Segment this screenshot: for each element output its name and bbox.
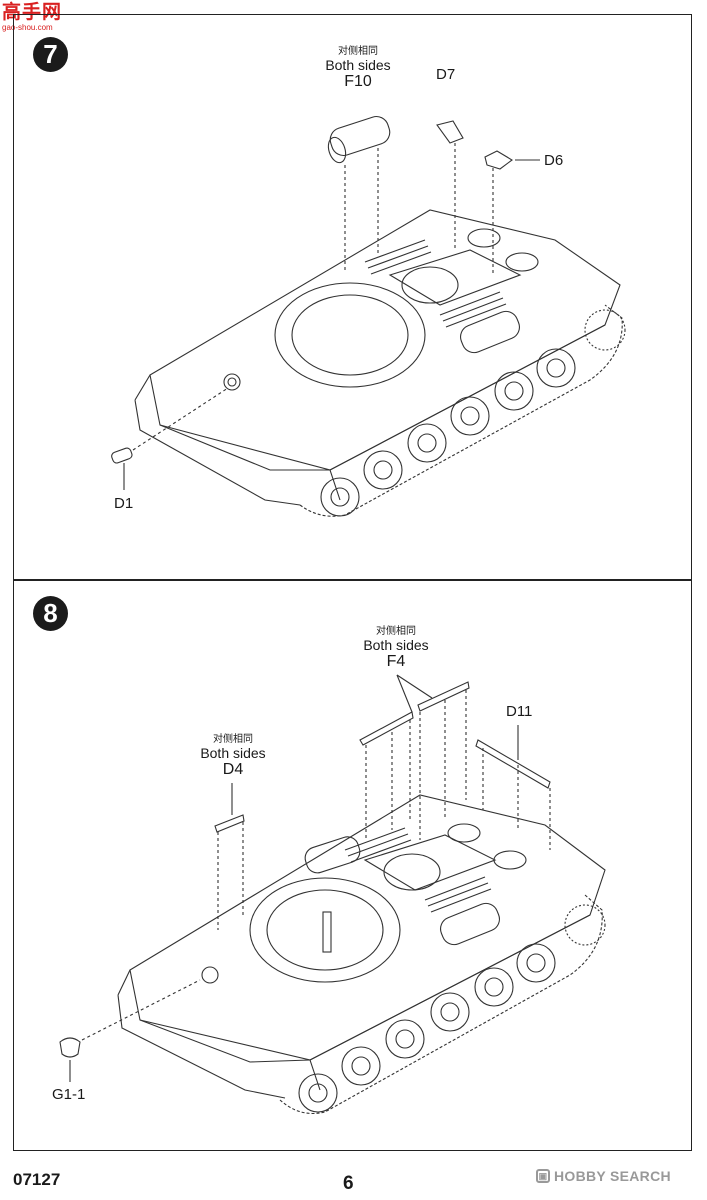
f4-part-label: F4 — [386, 653, 406, 670]
f10-label-group: 对侧相同 Both sides F10 — [318, 42, 398, 91]
road-wheels-step7 — [299, 304, 626, 517]
f4-label-group: 对侧相同 Both sides F4 — [356, 622, 436, 671]
watermark-text: 高手网 — [2, 2, 63, 23]
g1-part-label: G1-1 — [52, 1086, 86, 1103]
d4-cn-note: 对侧相同 — [213, 734, 253, 745]
watermark-logo: 高手网 gao-shou.com — [2, 2, 63, 33]
part-d11-step8 — [475, 725, 551, 850]
d7-part-label: D7 — [436, 66, 456, 83]
part-d6-step7 — [484, 150, 540, 275]
hobby-search-icon: ▣ — [536, 1169, 550, 1183]
part-f10-step7 — [327, 115, 391, 270]
f4-cn-note: 对侧相同 — [376, 626, 416, 637]
d11-part-label: D11 — [506, 703, 533, 720]
road-wheels-step8 — [279, 894, 606, 1115]
f4-both-sides: Both sides — [363, 637, 429, 653]
d6-part-label: D6 — [544, 152, 564, 169]
tank-hull-step8 — [117, 794, 606, 1099]
watermark-site: gao-shou.com — [2, 23, 53, 32]
part-d7-step7 — [436, 120, 464, 250]
d4-part-label: D4 — [222, 761, 244, 778]
kit-code: 07127 — [13, 1170, 61, 1189]
hobby-search-watermark: ▣ HOBBY SEARCH — [536, 1168, 671, 1184]
f10-both-sides: Both sides — [325, 57, 391, 73]
part-d4-step8 — [214, 783, 245, 930]
page-number: 6 — [343, 1173, 354, 1194]
hobby-search-text: HOBBY SEARCH — [554, 1168, 671, 1184]
d1-part-label: D1 — [114, 495, 134, 512]
d4-both-sides: Both sides — [200, 745, 266, 761]
step-7-panel — [13, 14, 692, 580]
part-g1-step8 — [59, 979, 201, 1082]
step-8-badge: 8 — [33, 596, 68, 631]
part-f4-step8 — [359, 674, 470, 840]
d4-label-group: 对侧相同 Both sides D4 — [193, 730, 273, 779]
tank-hull-step7 — [134, 209, 621, 506]
f10-cn-note: 对侧相同 — [338, 46, 378, 57]
step-8-panel — [13, 580, 692, 1151]
part-d1-step7 — [111, 387, 229, 490]
f10-part-label: F10 — [344, 73, 372, 90]
step-7-badge: 7 — [33, 37, 68, 72]
